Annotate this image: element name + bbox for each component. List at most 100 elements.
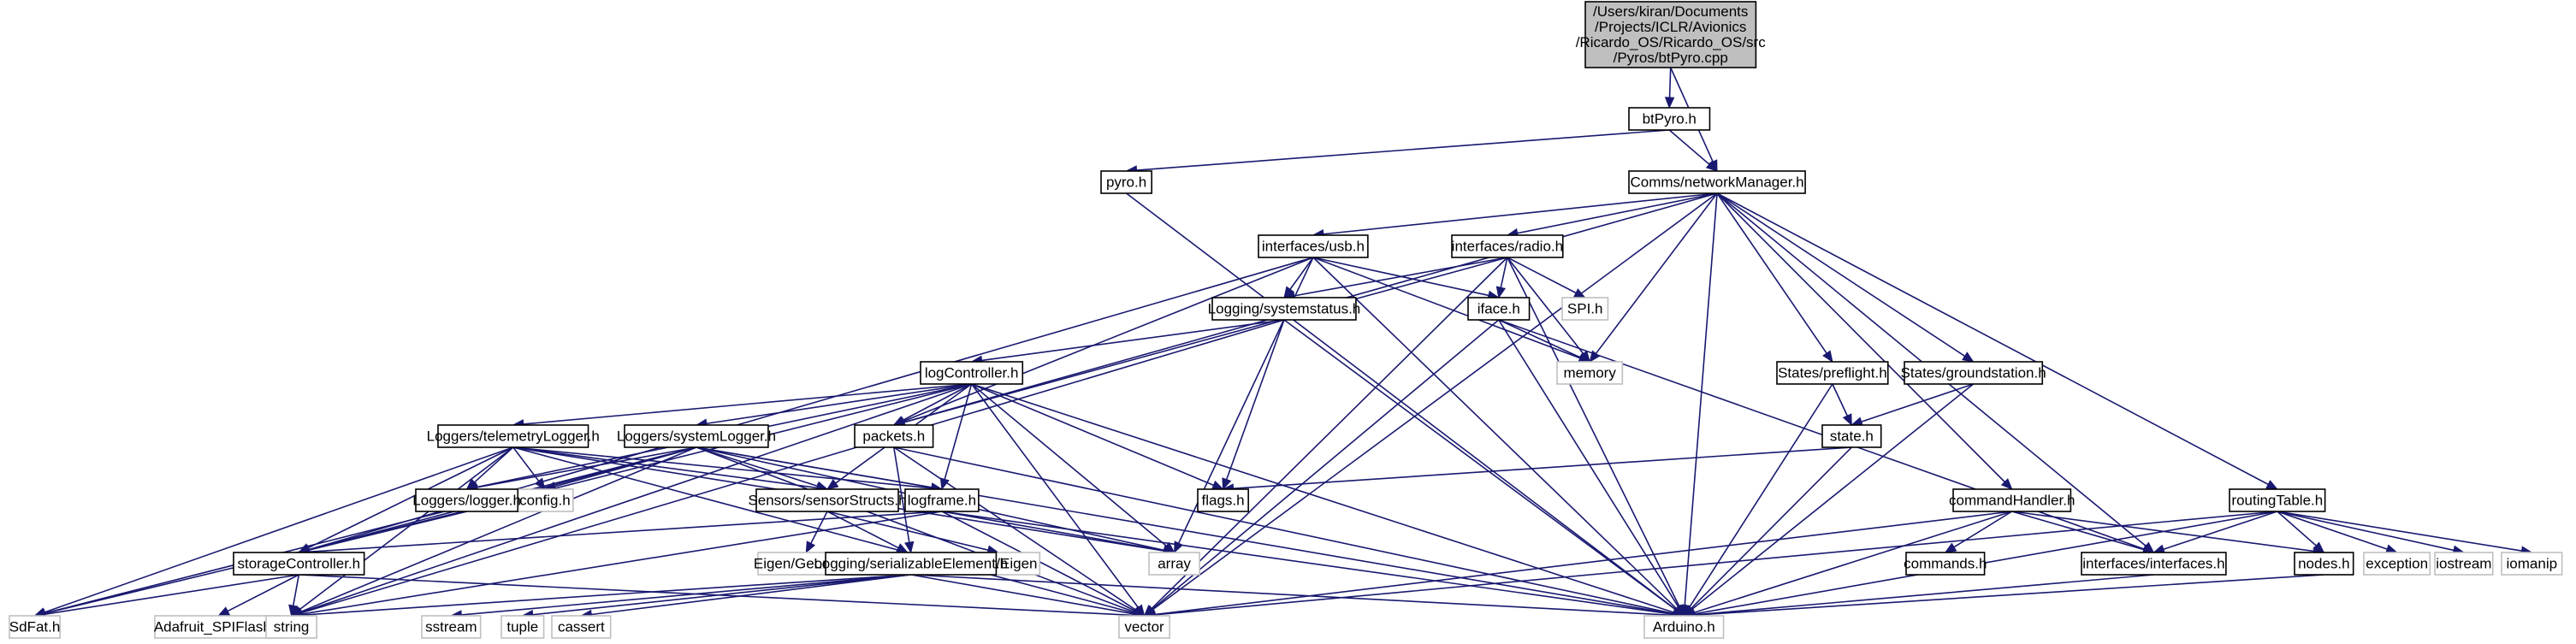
edge-btPyro-to-pyro — [1125, 129, 1670, 175]
edge-state-to-flags — [1222, 446, 1852, 493]
edge-root-to-btPyro — [1664, 67, 1675, 109]
node-box — [2294, 552, 2354, 576]
edge-line — [1500, 257, 1508, 288]
edge-line — [1498, 319, 1679, 608]
edge-line — [292, 574, 300, 606]
edge-line — [512, 446, 540, 482]
edge-line — [1225, 319, 1285, 480]
edge-line — [910, 574, 1674, 617]
edge-line — [523, 383, 972, 425]
edge-line — [1498, 319, 2145, 550]
node-flags[interactable]: flags.h — [1197, 488, 1249, 512]
node-sensorStructs[interactable]: Sensors/sensorStructs.h — [748, 488, 907, 512]
edge-line — [2277, 511, 2522, 552]
node-box — [500, 615, 545, 639]
edge-line — [971, 383, 1214, 487]
edge-line — [1684, 192, 1718, 606]
node-storageController[interactable]: storageController.h — [233, 552, 365, 576]
node-logger[interactable]: Loggers/logger.h — [412, 488, 521, 512]
node-routingTable[interactable]: routingTable.h — [2229, 488, 2326, 512]
edge-line — [810, 511, 828, 544]
node-box — [154, 615, 283, 639]
node-box — [415, 488, 519, 512]
node-systemstatus[interactable]: Logging/systemstatus.h — [1208, 297, 1361, 321]
edge-line — [1312, 257, 1678, 610]
node-label: nodes.h — [2298, 555, 2350, 571]
edge-logController-to-array — [971, 383, 1175, 553]
node-iface[interactable]: iface.h — [1467, 297, 1531, 321]
edge-line — [1323, 192, 1718, 235]
node-nodes[interactable]: nodes.h — [2294, 552, 2354, 576]
edge-line — [1154, 511, 2277, 616]
node-preflight[interactable]: States/preflight.h — [1776, 361, 1889, 385]
node-interfaces[interactable]: interfaces/interfaces.h — [2081, 552, 2227, 576]
edge-line — [1151, 257, 1508, 610]
arrowhead-icon — [896, 543, 909, 553]
edge-line — [532, 574, 911, 616]
arrowhead-icon — [826, 479, 839, 490]
arrowhead-icon — [939, 477, 950, 491]
edge-line — [941, 511, 1164, 552]
edge-line — [1507, 257, 1577, 294]
edge-line — [970, 383, 1140, 608]
node-label: States/groundstation.h — [1901, 364, 2046, 381]
edge-line — [1507, 257, 1680, 607]
node-label: btPyro.h — [1643, 110, 1697, 127]
edge-radio-to-iface — [1495, 257, 1508, 299]
edge-line — [1294, 257, 1508, 297]
node-packets[interactable]: packets.h — [854, 424, 934, 448]
arrowhead-icon — [1174, 541, 1184, 554]
edge-line — [227, 574, 299, 612]
edge-line — [893, 446, 1137, 611]
node-commandHandler[interactable]: commandHandler.h — [1949, 488, 2075, 512]
node-telemetryLogger[interactable]: Loggers/telemetryLogger.h — [427, 424, 600, 448]
edge-btPyro-to-networkManager — [1668, 129, 1718, 172]
node-logframe[interactable]: logframe.h — [904, 488, 980, 512]
node-label: /Pyros/btPyro.cpp — [1614, 50, 1728, 66]
node-label: memory — [1563, 364, 1616, 381]
node-radio[interactable]: interfaces/radio.h — [1451, 234, 1564, 258]
edge-networkManager-to-radio — [1506, 192, 1718, 239]
node-box — [825, 552, 998, 576]
node-label: string — [274, 618, 310, 635]
node-pyro[interactable]: pyro.h — [1100, 170, 1152, 194]
edge-line — [301, 574, 911, 617]
edge-line — [696, 446, 1135, 613]
edge-nodes-to-arduino — [1683, 574, 2324, 620]
node-label: tuple — [506, 618, 538, 635]
edge-line — [2163, 511, 2278, 550]
edge-radio-to-packets — [892, 257, 1508, 428]
node-box — [437, 424, 589, 448]
node-label: packets.h — [862, 428, 925, 444]
node-label: Loggers/telemetryLogger.h — [427, 428, 600, 444]
node-serializableElement[interactable]: Logging/serializableElement.h — [814, 552, 1008, 576]
node-label: interfaces/usb.h — [1262, 238, 1365, 254]
node-groundstation[interactable]: States/groundstation.h — [1901, 361, 2046, 385]
node-label: logController.h — [925, 364, 1019, 381]
edge-line — [1832, 383, 1848, 417]
edge-sensorStructs-to-eigenEigen — [826, 511, 999, 555]
edge-line — [309, 511, 942, 553]
node-label: Comms/networkManager.h — [1630, 174, 1803, 190]
edge-line — [893, 446, 1674, 615]
node-iomanip: iomanip — [2501, 552, 2563, 576]
node-systemLogger[interactable]: Loggers/systemLogger.h — [617, 424, 776, 448]
node-box — [2434, 552, 2494, 576]
node-usb[interactable]: interfaces/usb.h — [1258, 234, 1369, 258]
edge-line — [2277, 511, 2455, 552]
node-label: routingTable.h — [2231, 492, 2323, 508]
edge-line — [903, 257, 1314, 422]
node-networkManager[interactable]: Comms/networkManager.h — [1628, 170, 1806, 194]
node-state[interactable]: state.h — [1821, 424, 1882, 448]
node-root[interactable]: /Users/kiran/Documents/Projects/ICLR/Avi… — [1576, 1, 1767, 68]
edge-line — [971, 383, 1167, 547]
node-box — [233, 552, 365, 576]
node-logController[interactable]: logController.h — [920, 361, 1024, 385]
arrowhead-icon — [1573, 288, 1586, 298]
edge-systemLogger-to-sensorStructs — [696, 446, 829, 491]
node-vector: vector — [1118, 615, 1170, 639]
node-btPyro[interactable]: btPyro.h — [1628, 107, 1711, 131]
edge-networkManager-to-groundstation — [1716, 192, 1975, 363]
node-label: storageController.h — [238, 555, 361, 571]
node-commands[interactable]: commands.h — [1904, 552, 1987, 576]
